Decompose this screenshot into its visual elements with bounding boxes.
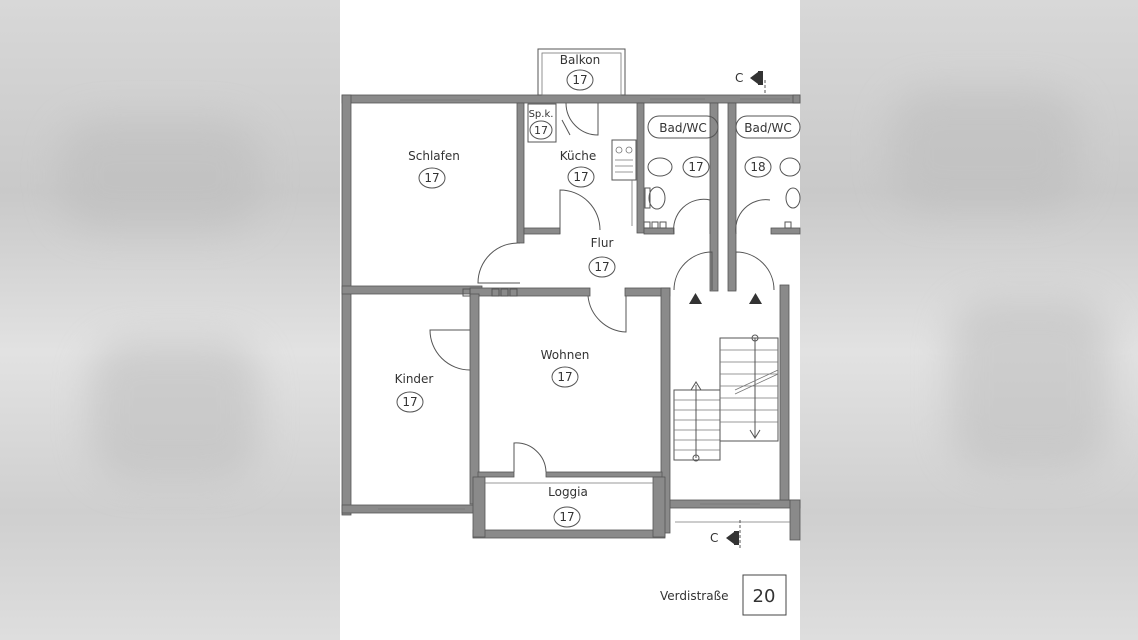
room-number: 18 — [750, 160, 765, 174]
street-name: Verdistraße — [660, 589, 729, 603]
room-number: 17 — [534, 124, 548, 137]
blurred-background-right — [800, 0, 1138, 640]
section-mark-top: C — [735, 71, 743, 85]
stairs — [673, 334, 779, 462]
room-label: Balkon — [560, 53, 600, 67]
walls — [341, 48, 801, 541]
room-number: 17 — [688, 160, 703, 174]
room-flur: Flur 17 — [588, 236, 616, 278]
room-number: 17 — [402, 395, 417, 409]
room-schlafen: Schlafen 17 — [408, 149, 460, 189]
room-label: Schlafen — [408, 149, 460, 163]
room-bad-1: Bad/WC 17 — [647, 115, 719, 178]
section-cut-line — [726, 71, 766, 548]
room-number: 17 — [559, 510, 574, 524]
room-number: 17 — [424, 171, 439, 185]
door-swings — [429, 102, 775, 473]
room-number: 17 — [573, 170, 588, 184]
blurred-background-left — [0, 0, 340, 640]
room-label: Küche — [560, 149, 596, 163]
section-mark-bottom: C — [710, 531, 718, 545]
address-block: Verdistraße 20 — [660, 574, 787, 616]
room-label: Bad/WC — [744, 121, 792, 135]
room-number: 17 — [594, 260, 609, 274]
room-bad-2: Bad/WC 18 — [735, 115, 801, 178]
room-label: Wohnen — [541, 348, 590, 362]
room-loggia: Loggia 17 — [548, 485, 588, 528]
room-spk: Sp.k. 17 — [529, 109, 554, 140]
room-kueche: Küche 17 — [560, 149, 596, 188]
room-balkon: Balkon 17 — [560, 53, 600, 91]
room-label: Kinder — [395, 372, 434, 386]
room-number: 17 — [557, 370, 572, 384]
bath-fixtures — [644, 157, 801, 210]
room-number: 17 — [572, 73, 587, 87]
room-label: Sp.k. — [529, 109, 554, 120]
house-number: 20 — [753, 586, 776, 607]
room-label: Flur — [591, 236, 614, 250]
room-wohnen: Wohnen 17 — [541, 348, 590, 388]
room-label: Loggia — [548, 485, 588, 499]
windows — [378, 98, 790, 523]
room-kinder: Kinder 17 — [395, 372, 434, 413]
kitchen-fixtures — [527, 103, 637, 226]
vents — [462, 221, 792, 297]
warning-triangles — [689, 293, 762, 304]
room-label: Bad/WC — [659, 121, 707, 135]
